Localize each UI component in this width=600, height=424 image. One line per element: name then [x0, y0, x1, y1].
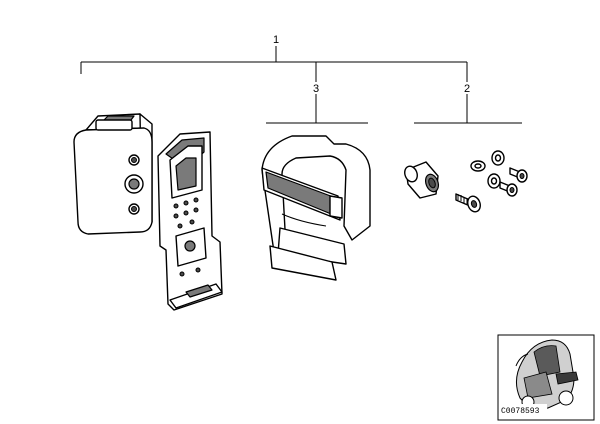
callout-lines	[80, 46, 522, 124]
motorcycle-thumbnail-illustration	[515, 339, 579, 409]
thumbnail-caption: C0078593	[501, 407, 540, 416]
holder-block	[73, 113, 153, 235]
callout-3: 3	[313, 83, 319, 95]
thumbnail-inset: C0078593	[497, 334, 595, 421]
strap-bracket	[261, 135, 371, 281]
callout-2: 2	[464, 83, 470, 95]
screw-kit	[404, 150, 528, 213]
callout-1: 1	[273, 34, 279, 46]
mounting-plate	[157, 131, 223, 311]
